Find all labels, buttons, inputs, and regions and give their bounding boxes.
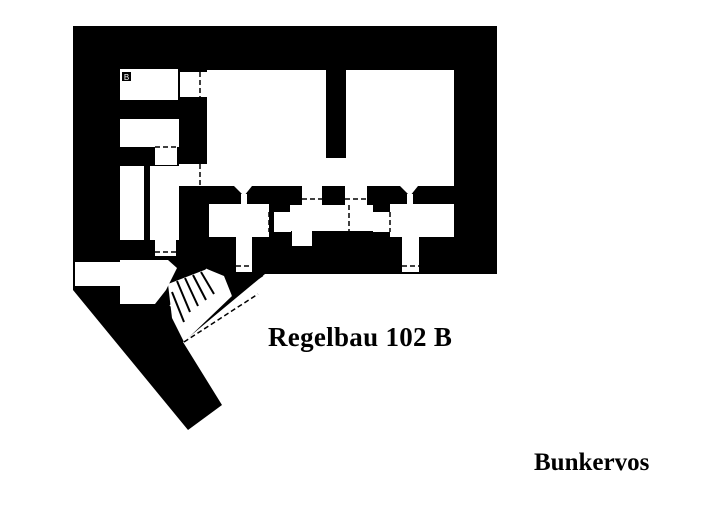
long-room-left xyxy=(120,166,144,240)
firing-room-right-door xyxy=(373,212,390,232)
stair-tread xyxy=(200,271,215,295)
main-room-left xyxy=(207,70,326,186)
marker-box xyxy=(122,72,131,81)
entrance-room xyxy=(120,260,177,304)
exit-dash-upper xyxy=(231,273,266,297)
periscope-stem-right xyxy=(407,194,413,204)
center-room-notch xyxy=(302,186,322,205)
firing-room-left-stem xyxy=(236,225,252,272)
marker-glyph: B xyxy=(124,73,129,82)
stair-tread xyxy=(184,277,199,307)
periscope-symbol-right xyxy=(400,186,418,196)
periscope-stem-left xyxy=(241,194,247,204)
periscope-symbol-left xyxy=(234,186,252,196)
firing-room-right xyxy=(390,204,454,237)
corridor-lower xyxy=(155,240,176,256)
center-room xyxy=(290,205,373,231)
small-room-middle xyxy=(120,119,179,147)
center-room-bay xyxy=(292,228,312,246)
doorway-middle xyxy=(179,164,207,186)
stair-tread xyxy=(192,274,207,301)
stair-tread xyxy=(176,280,191,313)
corridor-vertical xyxy=(155,147,177,165)
main-room-right xyxy=(346,70,454,186)
doorway-top xyxy=(180,72,207,97)
stair-tread xyxy=(171,291,185,323)
stair-treads xyxy=(171,271,215,323)
long-room-right xyxy=(150,166,179,240)
source-credit: Bunkervos xyxy=(534,449,650,476)
plan-title: Regelbau 102 B xyxy=(268,322,453,352)
staircase xyxy=(168,269,232,342)
center-room-notch-right xyxy=(345,186,367,205)
firing-room-right-stem xyxy=(402,225,419,272)
entrance-passage xyxy=(75,262,120,286)
center-connector xyxy=(326,158,346,186)
firing-room-left-door xyxy=(274,212,291,232)
exit-dash-lower xyxy=(183,293,259,343)
